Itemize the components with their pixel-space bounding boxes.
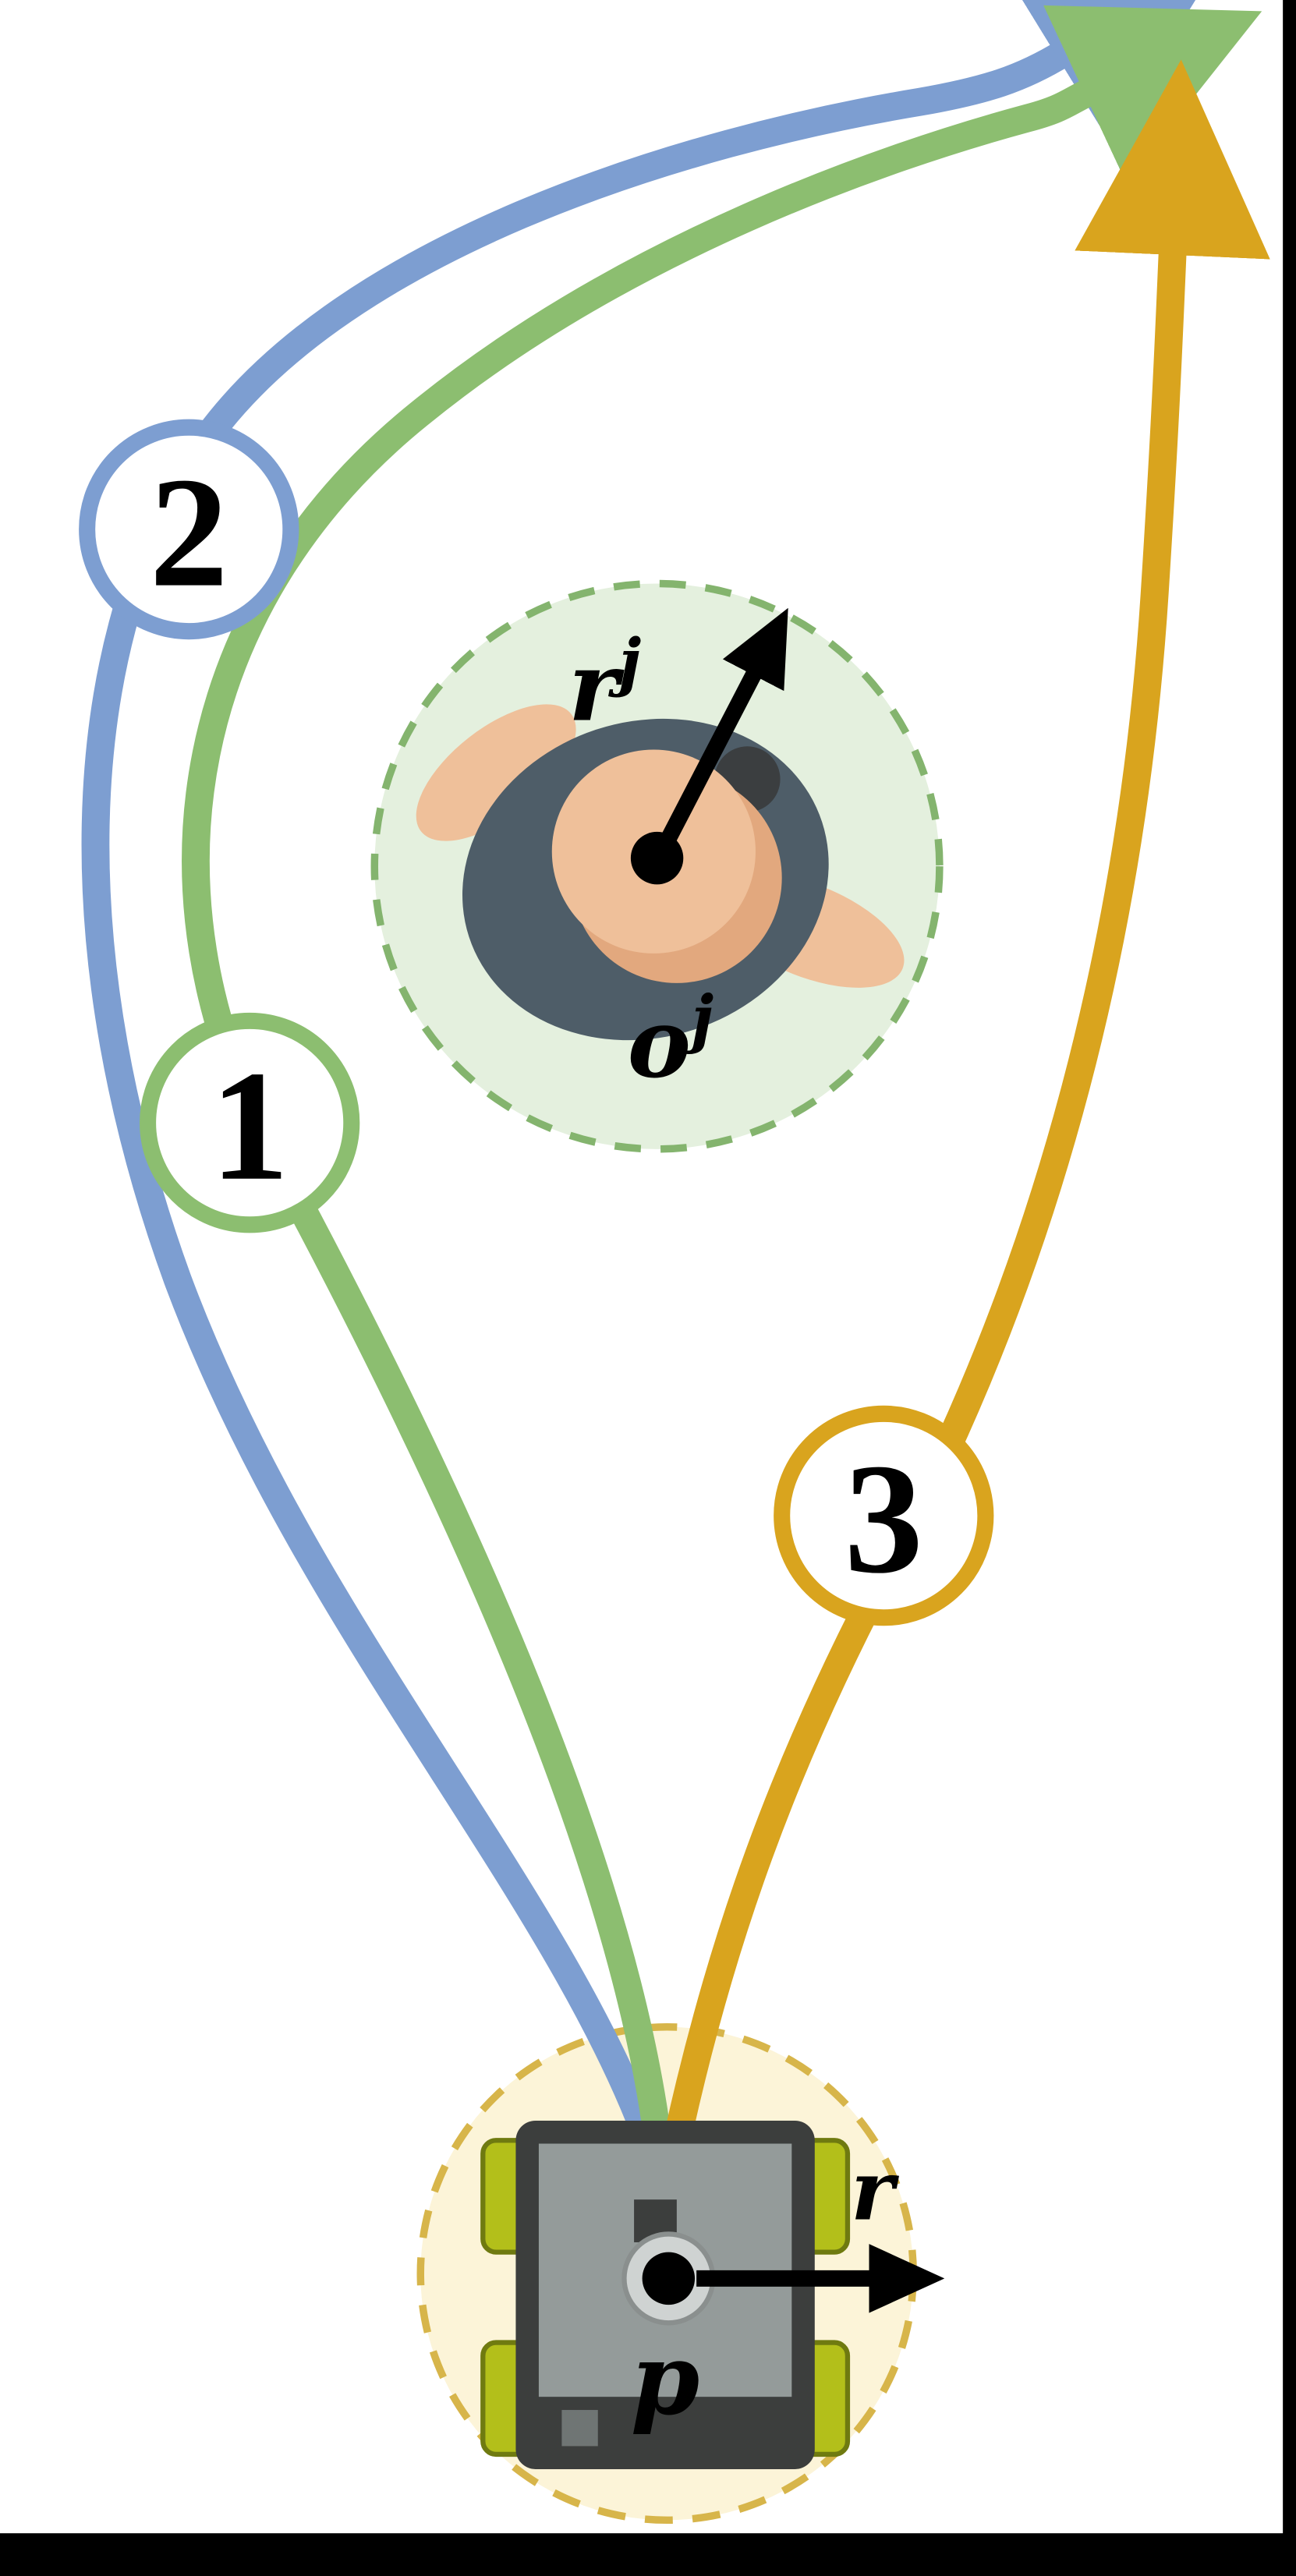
person-left-arm — [416, 704, 576, 841]
trajectory-2-badge-circle — [79, 419, 299, 640]
obstacle-radius-arrow — [659, 607, 788, 846]
obstacle-group: rj oj — [370, 579, 944, 1153]
robot-rear-square — [561, 2410, 598, 2447]
figure-bottom-border — [0, 2533, 1296, 2576]
obstacle-radius-label: rj — [568, 625, 641, 742]
obstacle-center-label: oj — [628, 982, 714, 1099]
robot-position-label: p — [631, 2320, 699, 2436]
trajectory-1-badge: 1 — [140, 1012, 360, 1233]
trajectory-1-path — [182, 5, 1262, 2148]
trajectory-3-badge-label: 3 — [845, 1431, 923, 1606]
figure-right-border — [1283, 0, 1296, 2576]
trajectory-2-path — [81, 0, 1224, 2148]
trajectory-1-badge-label: 1 — [211, 1039, 289, 1213]
trajectory-3-badge-circle — [774, 1405, 994, 1626]
obstacle-center-dot — [630, 831, 684, 885]
robot-radius-label: r — [851, 2142, 899, 2238]
robot-center-dot — [642, 2252, 696, 2305]
trajectory-2-badge-label: 2 — [150, 445, 228, 620]
trajectory-1-badge-circle — [140, 1012, 360, 1233]
robot-group: r p — [480, 2120, 945, 2469]
trajectory-3-path — [664, 59, 1270, 2148]
trajectory-2-badge: 2 — [79, 419, 299, 640]
trajectory-3-badge: 3 — [774, 1405, 994, 1626]
